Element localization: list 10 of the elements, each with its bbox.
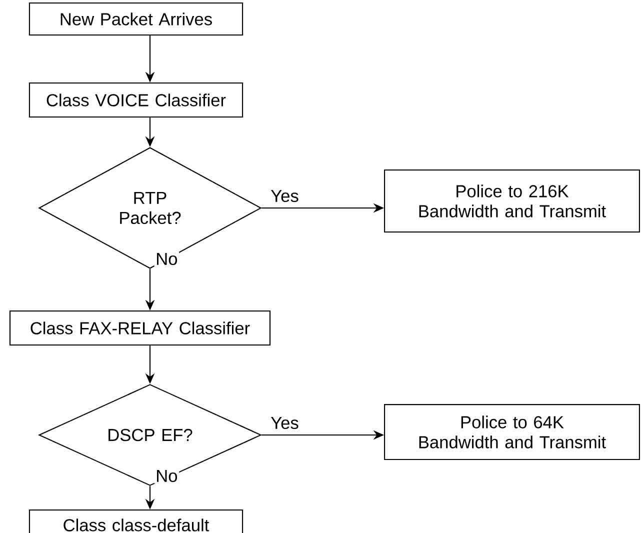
process-box: Police to 64K Bandwidth and Transmit: [384, 404, 640, 460]
edge-label: Yes: [269, 416, 300, 430]
process-box: Class class-default: [28, 509, 244, 533]
process-box: New Packet Arrives: [28, 2, 244, 36]
edge-label: No: [154, 468, 180, 484]
process-box: Police to 216K Bandwidth and Transmit: [384, 169, 640, 233]
edge-label: Yes: [269, 188, 300, 204]
process-box: Class VOICE Classifier: [28, 82, 244, 118]
process-box: Class FAX-RELAY Classifier: [9, 310, 271, 346]
edge-label: No: [154, 252, 180, 266]
